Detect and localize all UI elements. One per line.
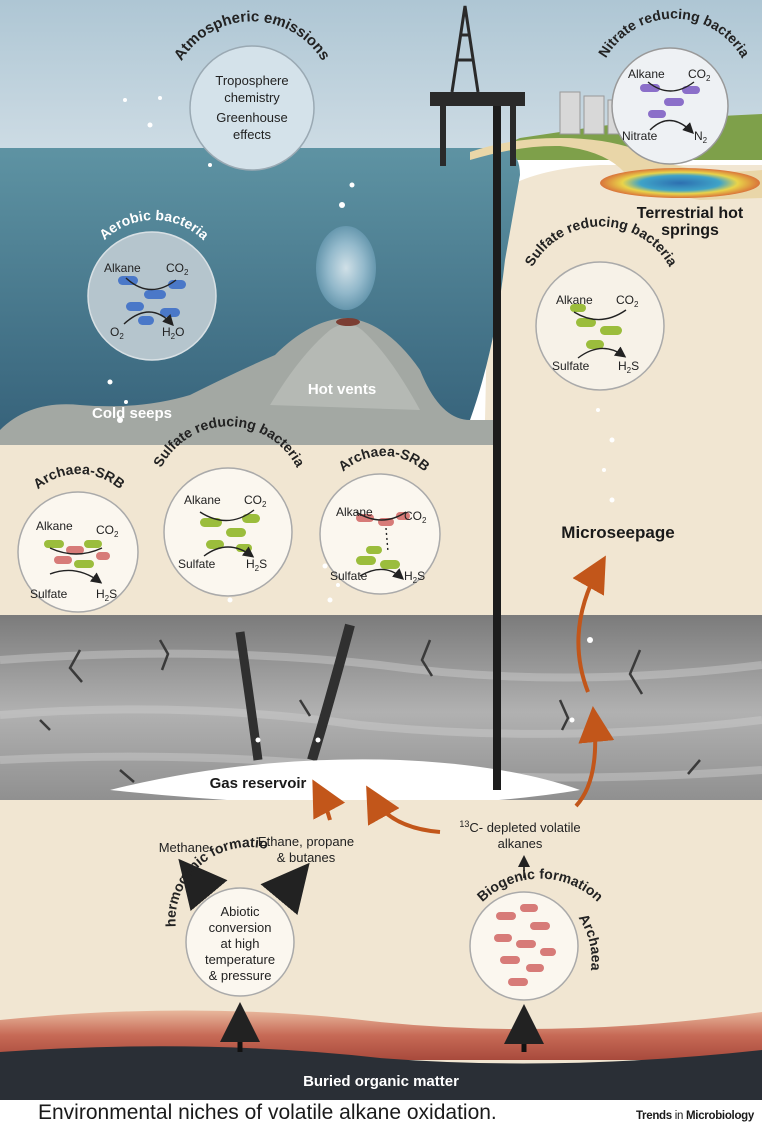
credit-journal: Microbiology <box>686 1110 754 1122</box>
platform-deck <box>430 92 525 106</box>
archaea-mid-circle <box>319 473 441 595</box>
archaea-mid-sulfate: Sulfate <box>330 569 368 583</box>
thick-arrow-ethane <box>260 862 310 916</box>
sulfate-mid-co2: CO2 <box>244 493 267 509</box>
orange-arrow-microseepage-high <box>572 555 606 693</box>
vein-middle <box>307 623 355 762</box>
derrick <box>450 5 480 93</box>
archaea-mid-arrows <box>355 511 406 578</box>
aerobic-o2: O2 <box>110 325 124 341</box>
archaea-cells <box>494 904 556 986</box>
atmo-line4: effects <box>233 127 272 142</box>
archaea-left-alkane: Alkane <box>36 519 73 533</box>
nitrate-co2: CO2 <box>688 67 711 83</box>
nitrate-label: Nitrate <box>622 129 658 143</box>
methane-label: Methane <box>159 840 210 855</box>
ethane-line2: & butanes <box>277 850 336 865</box>
vent-opening <box>336 318 360 326</box>
thick-arrow-methane <box>178 858 228 912</box>
sulfate-mid-alkane: Alkane <box>184 493 221 507</box>
atmo-line3: Greenhouse <box>216 110 288 125</box>
platform-leg-right <box>510 106 516 166</box>
archaea-left-sulfate: Sulfate <box>30 587 68 601</box>
archaea-left-co2: CO2 <box>96 523 119 539</box>
vein-left <box>235 631 263 761</box>
terrestrial-hot-springs <box>600 168 760 198</box>
credit-trends: Trends <box>635 1110 672 1122</box>
sulfate-mid-arrows <box>199 509 254 556</box>
cold-seeps-label: Cold seeps <box>92 405 172 422</box>
abiotic-line3: at high <box>220 936 259 951</box>
buried-organic-label: Buried organic matter <box>303 1073 459 1090</box>
abiotic-circle <box>185 887 295 997</box>
figure-caption: Environmental niches of volatile alkane … <box>38 1101 497 1124</box>
rock-cracks <box>39 639 701 783</box>
archaea-left-h2s: H2S <box>96 587 117 603</box>
drill-pipe <box>493 100 501 790</box>
ethane-line1: Ethane, propane <box>258 834 354 849</box>
orange-arrow-microseepage-low <box>574 706 615 808</box>
nitrate-alkane: Alkane <box>628 67 665 81</box>
orange-arrow-to-reservoir <box>366 785 441 834</box>
vent-plume <box>316 226 376 310</box>
purple-bacteria <box>640 84 700 118</box>
hot-vent-mound <box>270 324 420 410</box>
c13-line2: alkanes <box>498 836 543 851</box>
aerobic-reaction-arrows <box>123 277 176 324</box>
sulfate-right-co2: CO2 <box>616 293 639 309</box>
archaea-mid-co2: CO2 <box>404 509 427 525</box>
abiotic-line4: temperature <box>205 952 275 967</box>
platform-leg-left <box>440 106 446 166</box>
c13-line1: 13C- depleted volatile <box>459 819 580 835</box>
alkane-niches-diagram: Atmospheric emissions Troposphere chemis… <box>0 0 762 1100</box>
microseepage-label: Microseepage <box>561 523 674 542</box>
credit-in: in <box>671 1110 687 1122</box>
atmospheric-circle <box>189 45 315 171</box>
sulfate-right-arrows <box>573 309 626 358</box>
aerobic-co2: CO2 <box>166 261 189 277</box>
nitrate-reaction-arrows <box>647 81 694 132</box>
sulfate-right-sulfate: Sulfate <box>552 359 590 373</box>
archaea-mid-dotted-link <box>385 527 389 553</box>
buried-organic-layer <box>0 1046 762 1100</box>
archaea-left-cells <box>44 540 110 568</box>
sulfate-mid-sulfate: Sulfate <box>178 557 216 571</box>
abiotic-line2: conversion <box>209 920 272 935</box>
abiotic-line1: Abiotic <box>220 904 260 919</box>
terrestrial-line1: Terrestrial hot <box>637 205 744 222</box>
atmo-line1: Troposphere <box>215 73 288 88</box>
terrestrial-line2: springs <box>661 222 719 239</box>
lower-sediment <box>0 800 762 1018</box>
orange-arrow-ethane <box>312 779 346 821</box>
sediment-right <box>480 165 762 640</box>
atmo-line2: chemistry <box>224 90 280 105</box>
archaea-left-arrows <box>49 547 102 582</box>
journal-credit: Trends in Microbiology <box>636 1110 754 1122</box>
gas-reservoir-label: Gas reservoir <box>210 775 307 792</box>
abiotic-line5: & pressure <box>209 968 272 983</box>
sulfate-right-alkane: Alkane <box>556 293 593 307</box>
hot-vents-label: Hot vents <box>308 381 376 398</box>
aerobic-alkane: Alkane <box>104 261 141 275</box>
green-bacteria-right <box>570 304 622 349</box>
